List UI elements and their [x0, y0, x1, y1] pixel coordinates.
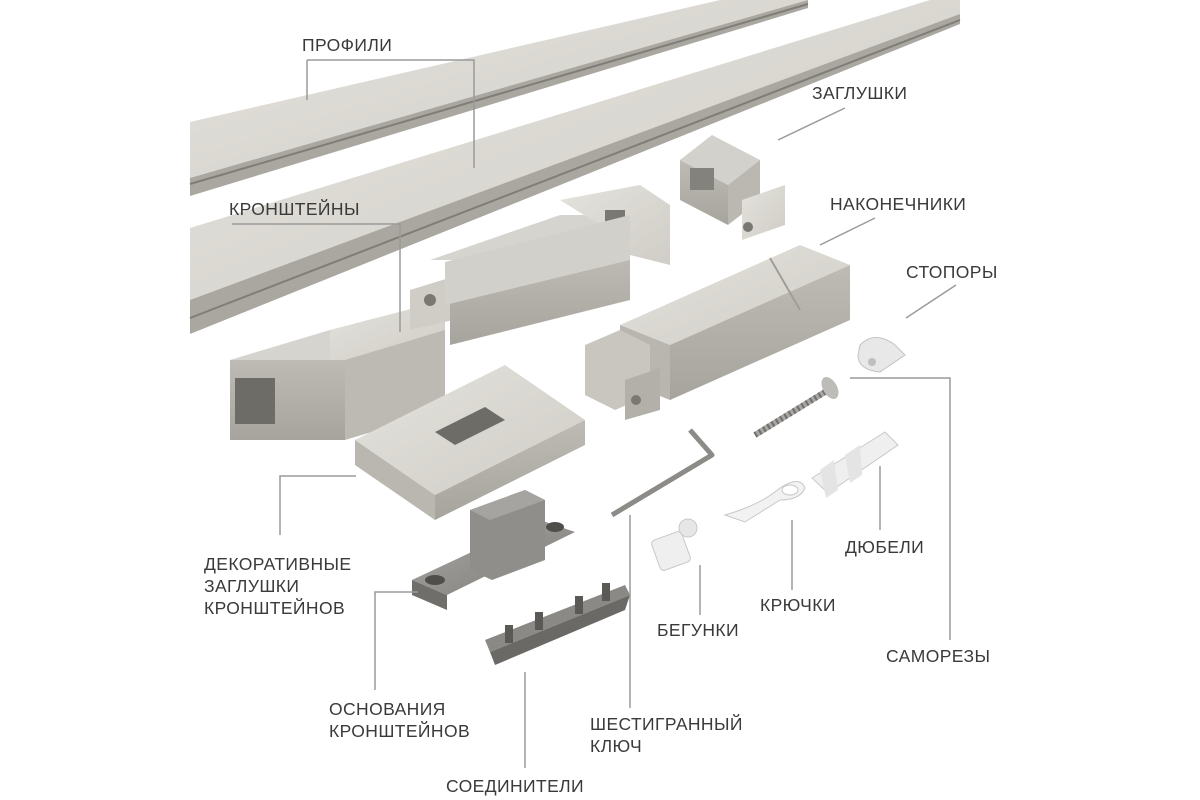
dowel-part: [811, 431, 899, 498]
label-hex-key-line-2: КЛЮЧ: [590, 736, 643, 756]
decorative-bracket-cap-part: [355, 365, 585, 520]
hex-key-part: [610, 428, 715, 518]
finial-tip-part: [585, 245, 850, 420]
bracket-small: [430, 185, 670, 345]
profile-rail-upper: [189, 0, 809, 196]
profile-rail-lower: [189, 0, 961, 334]
label-connectors: СОЕДИНИТЕЛИ: [446, 776, 585, 796]
label-hex-key-line-1: ШЕСТИГРАННЫЙ: [590, 714, 743, 734]
callout-decor-caps: [279, 475, 356, 535]
label-hex-key: ШЕСТИГРАННЫЙ КЛЮЧ: [590, 713, 743, 757]
label-profiles: ПРОФИЛИ: [302, 35, 393, 55]
label-decorative-line-2: ЗАГЛУШКИ: [204, 576, 300, 596]
callout-brackets: [232, 223, 401, 332]
screw-part: [753, 377, 839, 438]
label-brackets: КРОНШТЕЙНЫ: [229, 199, 360, 219]
label-bracket-bases: ОСНОВАНИЯ КРОНШТЕЙНОВ: [329, 698, 470, 742]
label-tips: НАКОНЕЧНИКИ: [830, 194, 967, 214]
callout-profiles: [307, 59, 475, 168]
runner-part: [651, 518, 698, 571]
label-bases-line-1: ОСНОВАНИЯ: [329, 699, 446, 719]
callout-bases: [374, 591, 418, 690]
label-decorative-bracket-caps: ДЕКОРАТИВНЫЕ ЗАГЛУШКИ КРОНШТЕЙНОВ: [204, 553, 351, 619]
bracket-base-part: [412, 490, 575, 610]
label-decorative-line-3: КРОНШТЕЙНОВ: [204, 598, 346, 618]
label-screws: САМОРЕЗЫ: [886, 646, 991, 666]
hook-part: [723, 481, 806, 523]
label-hooks: КРЮЧКИ: [760, 595, 836, 615]
label-stoppers: СТОПОРЫ: [906, 262, 998, 282]
callout-stoppers: [905, 284, 957, 319]
label-bases-line-2: КРОНШТЕЙНОВ: [329, 721, 471, 741]
label-runners: БЕГУНКИ: [657, 620, 739, 640]
end-cap-part: [680, 135, 785, 240]
label-caps: ЗАГЛУШКИ: [812, 83, 908, 103]
callout-tips: [819, 217, 876, 246]
label-decorative-line-1: ДЕКОРАТИВНЫЕ: [204, 554, 352, 574]
label-dowels: ДЮБЕЛИ: [845, 537, 925, 557]
callout-screws: [850, 377, 951, 640]
callout-caps: [777, 107, 846, 141]
connector-part: [485, 583, 630, 665]
stopper-part: [857, 337, 906, 373]
